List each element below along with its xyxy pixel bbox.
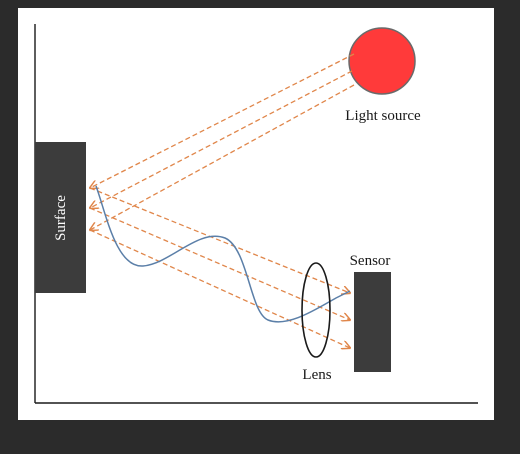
incident-ray: [90, 84, 355, 230]
reflected-ray: [89, 187, 350, 293]
incident-ray: [90, 53, 355, 188]
light-source-circle: [348, 27, 416, 95]
surface-block: [35, 142, 86, 293]
sensor-block: [354, 272, 391, 372]
reflected-ray: [89, 229, 350, 348]
incident-ray: [90, 70, 353, 208]
surface-label: Surface: [53, 195, 69, 241]
wave-curve: [95, 185, 351, 323]
lens-label: Lens: [302, 367, 331, 383]
diagram-panel: Surface Light source Lens Sensor: [18, 8, 494, 420]
reflected-ray: [89, 207, 350, 320]
diagram-canvas: Surface Light source Lens Sensor: [34, 24, 478, 404]
lens-ellipse: [301, 262, 331, 358]
sensor-label: Sensor: [350, 253, 391, 269]
light-source-label: Light source: [345, 108, 421, 124]
